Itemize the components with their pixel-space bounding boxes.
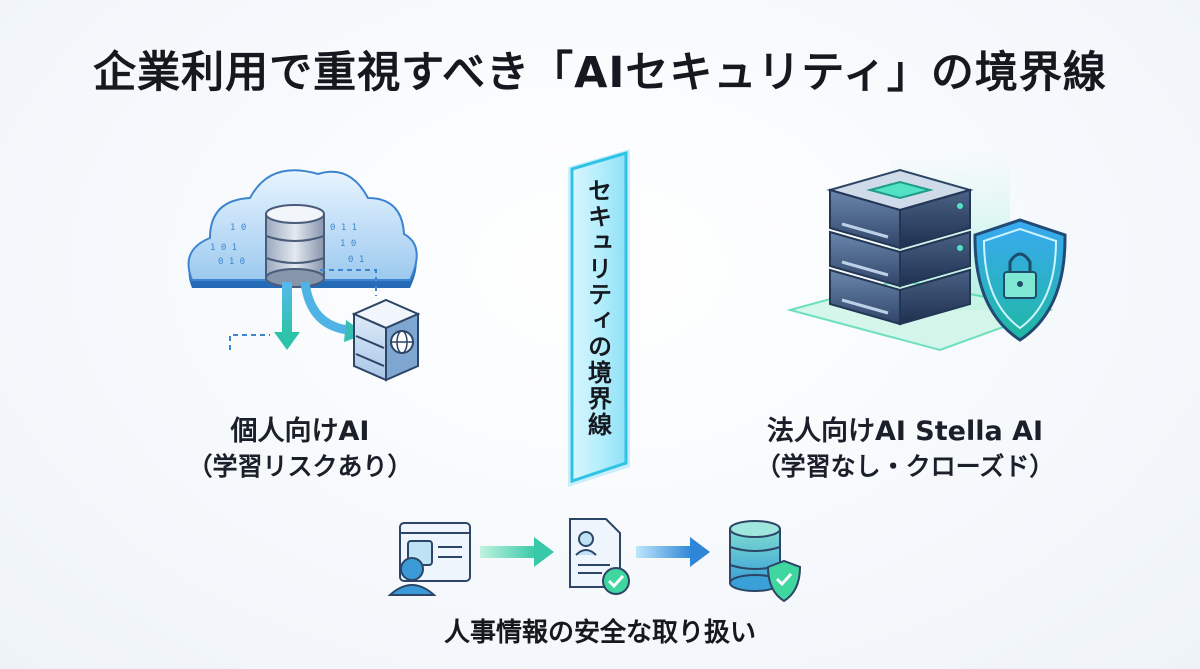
- personal-ai-name: 個人向けAI: [230, 416, 370, 447]
- personal-ai-label: 個人向けAI （学習リスクあり）: [160, 414, 440, 484]
- enterprise-ai-name: 法人向けAI Stella AI: [766, 416, 1044, 447]
- svg-text:0 1 1: 0 1 1: [330, 223, 357, 233]
- document-check-icon: [569, 518, 630, 595]
- enterprise-ai-label: 法人向けAI Stella AI （学習なし・クローズド）: [740, 414, 1070, 484]
- database-shield-icon: [729, 520, 802, 603]
- personal-ai-illustration: 1 0 1 0 1 0 1 0 0 1 1 1 0 0 1: [187, 169, 421, 382]
- flow-arrow-2: [636, 537, 710, 567]
- profile-card-icon: [387, 522, 471, 596]
- svg-text:0 1: 0 1: [348, 255, 364, 265]
- shield-lock-icon: [973, 218, 1067, 342]
- security-boundary-wall: [568, 149, 630, 487]
- svg-text:1 0: 1 0: [230, 223, 246, 233]
- security-boundary-label: セキュリティの境界線: [583, 178, 612, 438]
- enterprise-ai-note: （学習なし・クローズド）: [755, 452, 1055, 481]
- svg-text:0 1 0: 0 1 0: [218, 257, 245, 267]
- flow-arrow-1: [480, 537, 554, 567]
- flow-caption: 人事情報の安全な取り扱い: [443, 618, 756, 648]
- hr-data-flow: [387, 518, 802, 603]
- svg-text:1 0 1: 1 0 1: [210, 243, 237, 253]
- server-stack-icon: [826, 168, 974, 326]
- svg-text:1 0: 1 0: [340, 239, 356, 249]
- server-globe-icon: [351, 298, 421, 382]
- enterprise-ai-illustration: [786, 150, 1067, 352]
- page-title: 企業利用で重視すべき「AIセキュリティ」の境界線: [93, 48, 1107, 98]
- database-icon: [265, 204, 325, 288]
- personal-ai-note: （学習リスクあり）: [187, 452, 413, 481]
